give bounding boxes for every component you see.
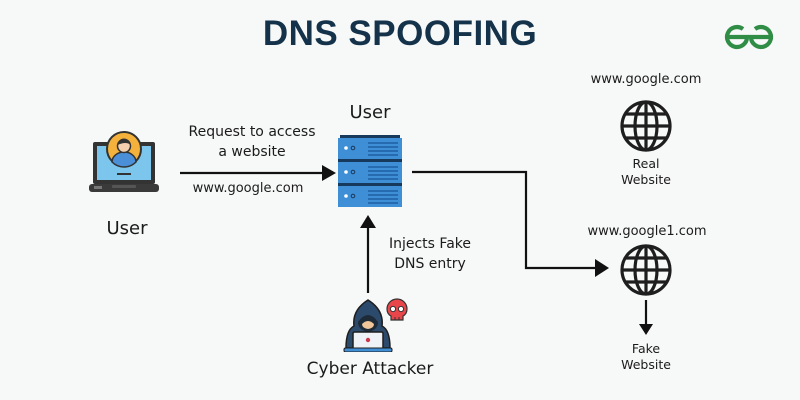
user-client-label: User	[106, 218, 148, 239]
request-arrowhead	[322, 165, 336, 181]
fake-site-label-line2: Website	[621, 357, 671, 372]
server-icon	[338, 135, 402, 207]
fake-site-domain: www.google1.com	[587, 224, 707, 239]
inject-label-line2: DNS entry	[394, 256, 466, 272]
redirect-arrow-line	[412, 170, 596, 270]
fake-site-label: Fake Website	[606, 341, 686, 373]
dns-server-label: User	[349, 102, 391, 123]
inject-arrowhead	[360, 215, 376, 228]
real-site-label-line1: Real	[632, 156, 660, 171]
page-title: DNS SPOOFING	[262, 14, 538, 53]
fake-site-label-line1: Fake	[631, 341, 661, 356]
geeksforgeeks-logo-icon	[724, 24, 774, 50]
redirect-arrowhead	[595, 259, 609, 277]
real-site-label-line2: Website	[621, 172, 671, 187]
real-site-domain: www.google.com	[590, 72, 702, 87]
request-domain-label: www.google.com	[192, 181, 304, 196]
globe-icon	[620, 100, 672, 152]
laptop-user-icon	[89, 131, 159, 192]
request-label: Request to access a website	[172, 122, 332, 162]
real-site-label: Real Website	[606, 156, 686, 188]
request-label-line1: Request to access	[188, 124, 316, 140]
skull-icon	[386, 298, 408, 321]
inject-label-line1: Injects Fake	[388, 236, 471, 252]
request-label-line2: a website	[218, 144, 286, 160]
hacker-icon	[343, 299, 393, 352]
fake-down-arrowhead	[639, 324, 653, 335]
inject-label: Injects Fake DNS entry	[380, 234, 480, 274]
globe-icon	[620, 244, 672, 296]
attacker-label: Cyber Attacker	[306, 359, 434, 379]
